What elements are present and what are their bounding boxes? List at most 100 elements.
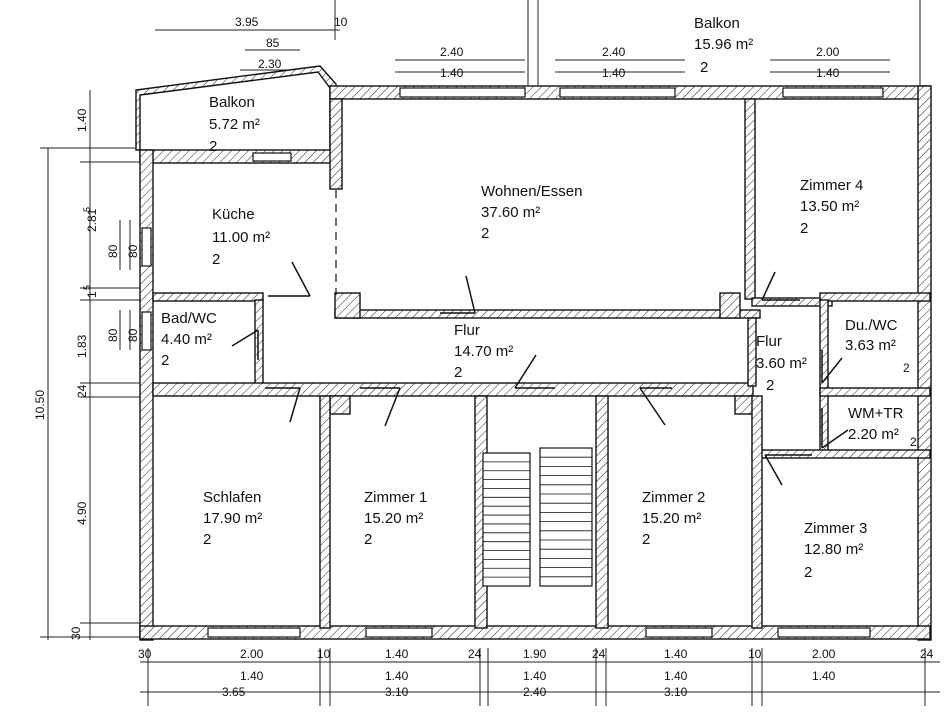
doors <box>231 261 849 486</box>
dim-label: 2.00 <box>240 647 264 661</box>
room-area: 15.96 m² <box>694 36 753 53</box>
room-zimmer-3: Zimmer 3 12.80 m² 2 <box>804 520 867 581</box>
dim-label: 1.40 <box>523 669 547 683</box>
room-name: Zimmer 2 <box>642 489 705 506</box>
room-area: 2.20 m² <box>848 426 899 443</box>
room-name: Flur <box>454 322 480 339</box>
dim-label: 10.50 <box>33 390 47 420</box>
dim-label: 2.40 <box>440 45 464 59</box>
dim-label: 24 <box>920 647 934 661</box>
room-count: 2 <box>161 352 169 369</box>
dim-label: 30 <box>69 626 83 640</box>
room-name: Zimmer 1 <box>364 489 427 506</box>
dimension-labels: 3.95 10 85 2.30 2.40 1.40 2.40 1.40 2.00… <box>33 15 934 699</box>
dim-label: 2.00 <box>816 45 840 59</box>
room-flur: Flur 14.70 m² 2 <box>454 322 513 381</box>
dim-label: 80 <box>106 328 120 342</box>
room-name: WM+TR <box>848 405 904 422</box>
balcony-left <box>135 65 337 151</box>
dim-label: 1.40 <box>385 647 409 661</box>
room-area: 5.72 m² <box>209 116 260 133</box>
room-count: 2 <box>209 138 217 155</box>
room-count: 2 <box>481 225 489 242</box>
room-name: Zimmer 3 <box>804 520 867 537</box>
dim-label: 1.40 <box>75 108 89 132</box>
dim-label: 24 <box>468 647 482 661</box>
dim-label: 2.00 <box>812 647 836 661</box>
dim-label: 80 <box>106 244 120 258</box>
windows <box>141 87 884 638</box>
dim-label: 1.40 <box>385 669 409 683</box>
dim-label: 1.40 <box>664 669 688 683</box>
room-count: 2 <box>800 220 808 237</box>
dimension-lines <box>40 0 940 706</box>
dim-label: 2.81 <box>85 208 99 232</box>
dim-label: 2.40 <box>602 45 626 59</box>
dim-label: 1.40 <box>812 669 836 683</box>
room-count: 2 <box>642 531 650 548</box>
dim-label: 1.40 <box>602 66 626 80</box>
dim-label: 10 <box>334 15 348 29</box>
room-area: 11.00 m² <box>212 229 270 246</box>
room-wohnen-essen: Wohnen/Essen 37.60 m² 2 <box>481 183 582 242</box>
room-name: Balkon <box>694 15 740 32</box>
dim-label: 30 <box>138 647 152 661</box>
room-count: 2 <box>364 531 372 548</box>
dim-label: 1.90 <box>523 647 547 661</box>
room-count: 2 <box>212 251 220 268</box>
dim-label: 1.83 <box>75 334 89 358</box>
dim-label: 5 <box>82 285 92 290</box>
room-zimmer-4: Zimmer 4 13.50 m² 2 <box>800 177 863 237</box>
room-du-wc: Du./WC 3.63 m² 2 <box>845 317 910 375</box>
staircase <box>482 447 593 587</box>
room-count: 2 <box>804 564 812 581</box>
room-area: 37.60 m² <box>481 204 540 221</box>
room-count: 2 <box>910 435 917 449</box>
dim-label: 1.40 <box>664 647 688 661</box>
room-area: 15.20 m² <box>364 510 423 527</box>
room-count: 2 <box>454 364 462 381</box>
dim-label: 3.10 <box>385 685 409 699</box>
room-name: Wohnen/Essen <box>481 183 582 200</box>
room-balkon-top: Balkon 15.96 m² 2 <box>694 15 753 76</box>
dim-label: 80 <box>126 328 140 342</box>
dim-label: 85 <box>266 36 280 50</box>
dim-label: 10 <box>748 647 762 661</box>
dim-label: 2.30 <box>258 57 282 71</box>
room-labels: Balkon 5.72 m² 2 Balkon 15.96 m² 2 Wohne… <box>161 15 917 581</box>
room-flur-small: Flur 3.60 m² 2 <box>756 333 807 394</box>
room-area: 3.63 m² <box>845 337 896 354</box>
room-zimmer-2: Zimmer 2 15.20 m² 2 <box>642 489 705 548</box>
room-balkon-left: Balkon 5.72 m² 2 <box>209 94 260 155</box>
dim-label: 3.10 <box>664 685 688 699</box>
room-kueche: Küche 11.00 m² 2 <box>212 206 270 268</box>
dim-label: 1 <box>85 291 99 298</box>
dim-label: 1.40 <box>240 669 264 683</box>
dim-label: 5 <box>82 207 92 212</box>
room-area: 13.50 m² <box>800 198 859 215</box>
room-name: Küche <box>212 206 255 223</box>
room-area: 4.40 m² <box>161 331 212 348</box>
dim-label: 4.90 <box>75 501 89 525</box>
dim-label: 24 <box>75 384 89 398</box>
room-count: 2 <box>700 59 708 76</box>
room-name: Zimmer 4 <box>800 177 863 194</box>
room-area: 15.20 m² <box>642 510 701 527</box>
room-area: 14.70 m² <box>454 343 513 360</box>
room-area: 3.60 m² <box>756 355 807 372</box>
dim-label: 3.95 <box>235 15 259 29</box>
dim-label: 10 <box>317 647 331 661</box>
dim-label: 2.40 <box>523 685 547 699</box>
room-bad-wc: Bad/WC 4.40 m² 2 <box>161 310 217 369</box>
room-name: Flur <box>756 333 782 350</box>
room-name: Schlafen <box>203 489 261 506</box>
room-area: 12.80 m² <box>804 541 863 558</box>
dim-label: 1.40 <box>816 66 840 80</box>
room-name: Balkon <box>209 94 255 111</box>
room-name: Bad/WC <box>161 310 217 327</box>
dim-label: 24 <box>592 647 606 661</box>
room-count: 2 <box>903 361 910 375</box>
room-schlafen: Schlafen 17.90 m² 2 <box>203 489 262 548</box>
room-count: 2 <box>766 377 774 394</box>
room-zimmer-1: Zimmer 1 15.20 m² 2 <box>364 489 427 548</box>
